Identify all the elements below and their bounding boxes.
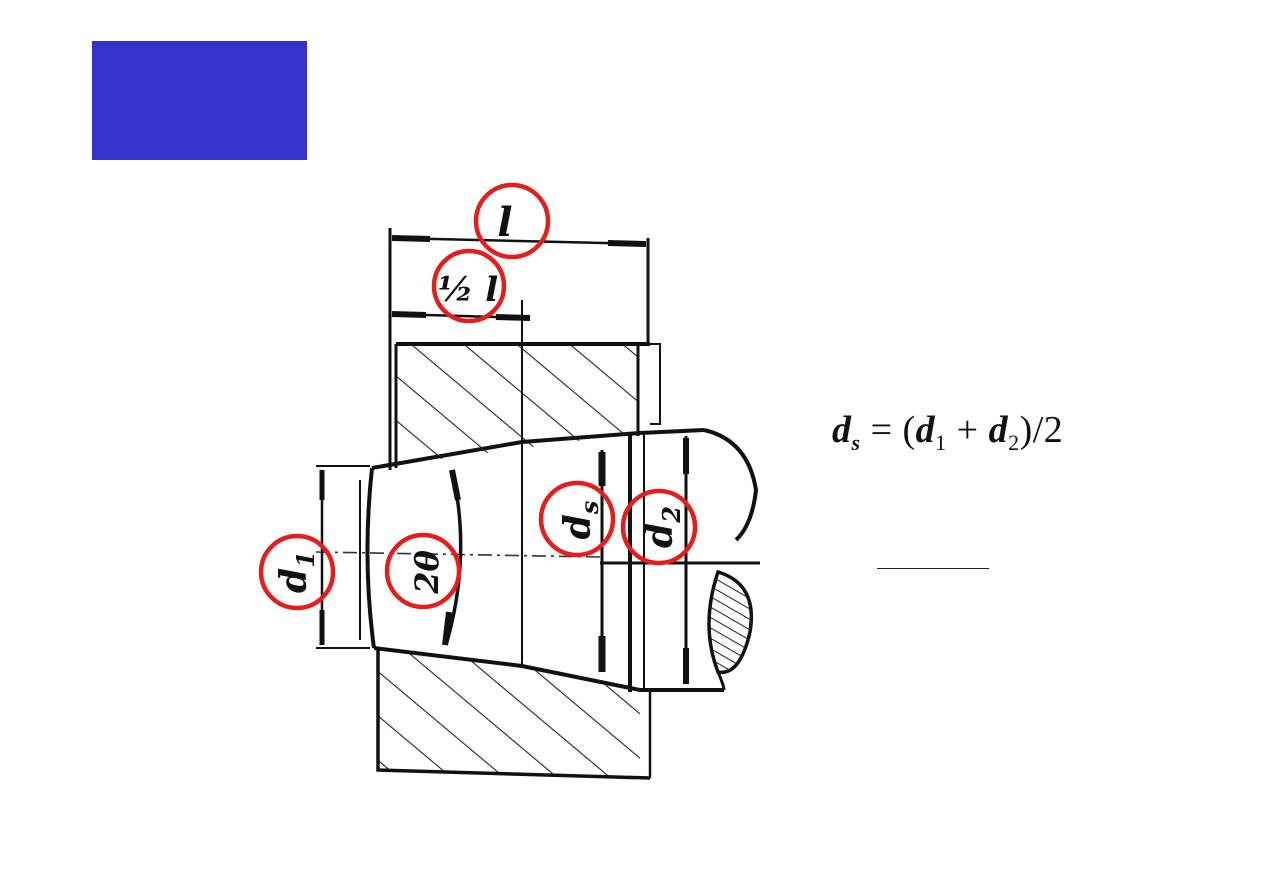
dimension-d1 xyxy=(316,465,370,649)
label-ds: ds xyxy=(557,500,604,539)
label-d1: d1 xyxy=(273,551,320,593)
label-two-theta: 2θ xyxy=(408,550,446,595)
label-ds-sub: s xyxy=(575,500,604,515)
formula-equals: = ( xyxy=(860,409,916,451)
label-ds-main: d xyxy=(557,514,599,539)
label-d1-main: d xyxy=(273,568,315,593)
hub-lower-section xyxy=(376,648,652,780)
dimension-two-theta xyxy=(442,469,463,646)
formula-term1-main: d xyxy=(915,409,936,451)
svg-text:d1: d1 xyxy=(273,551,320,593)
formula-term1-sub: 1 xyxy=(935,430,947,455)
highlight-circle-ds xyxy=(538,480,616,558)
formula-term2-sub: 2 xyxy=(1008,430,1020,455)
highlight-circle-d2 xyxy=(620,488,698,566)
mean-diameter-formula: ds = (d1 + d2)/2 xyxy=(832,408,1063,456)
tapered-shaft xyxy=(315,300,760,692)
formula-lhs-sub: s xyxy=(851,430,861,455)
dimension-l xyxy=(388,228,650,470)
highlight-circle-half-l xyxy=(431,248,507,324)
formula-term2-main: d xyxy=(988,409,1009,451)
label-half-l: ½ l xyxy=(438,270,498,310)
hub-upper-section xyxy=(372,342,661,468)
title-block xyxy=(92,41,307,160)
highlight-circle-d1 xyxy=(258,533,336,611)
highlight-circles xyxy=(258,182,698,611)
label-d1-sub: 1 xyxy=(291,551,320,568)
highlight-circle-two-theta xyxy=(384,532,462,610)
formula-plus: + xyxy=(946,409,989,451)
dimension-half-l xyxy=(391,311,531,321)
label-d2: d2 xyxy=(639,506,686,548)
label-l: l xyxy=(497,199,512,246)
label-d2-main: d xyxy=(639,523,681,548)
label-two-theta-text: 2θ xyxy=(408,550,446,595)
formula-tail: )/2 xyxy=(1019,409,1064,451)
underline-stub xyxy=(877,568,989,569)
highlight-circle-l xyxy=(473,182,551,260)
formula-lhs-main: d xyxy=(832,409,852,451)
svg-text:ds: ds xyxy=(557,500,604,539)
label-d2-sub: 2 xyxy=(657,506,686,524)
svg-text:d2: d2 xyxy=(639,506,686,548)
